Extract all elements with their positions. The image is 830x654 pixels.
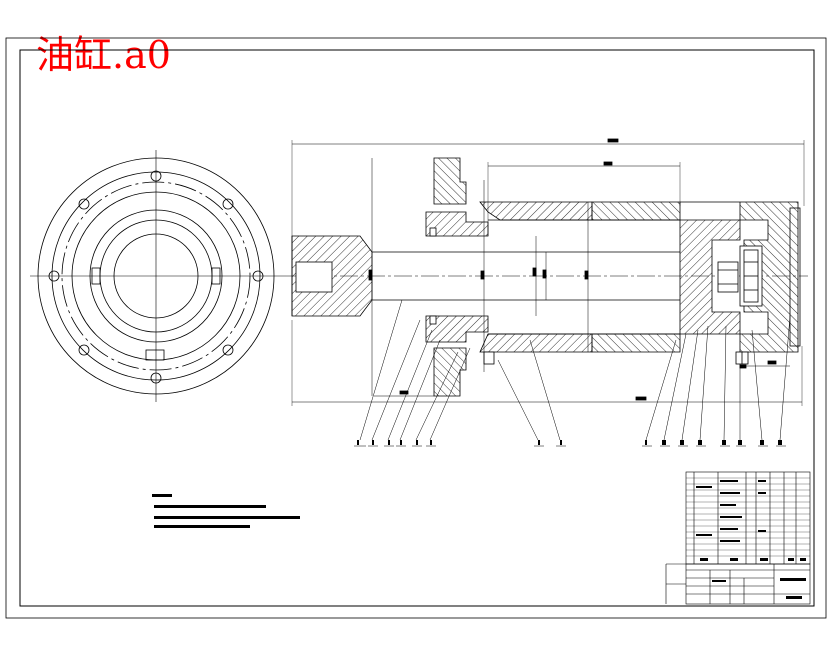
- end-view: [30, 150, 286, 402]
- technical-notes: [152, 494, 300, 528]
- inner-border: [19, 49, 815, 607]
- title-block: [665, 471, 811, 605]
- title-block-marks: [696, 480, 806, 599]
- outer-border: [5, 37, 827, 619]
- drawing-title: 油缸.a0: [36, 33, 171, 77]
- section-view: [286, 138, 808, 447]
